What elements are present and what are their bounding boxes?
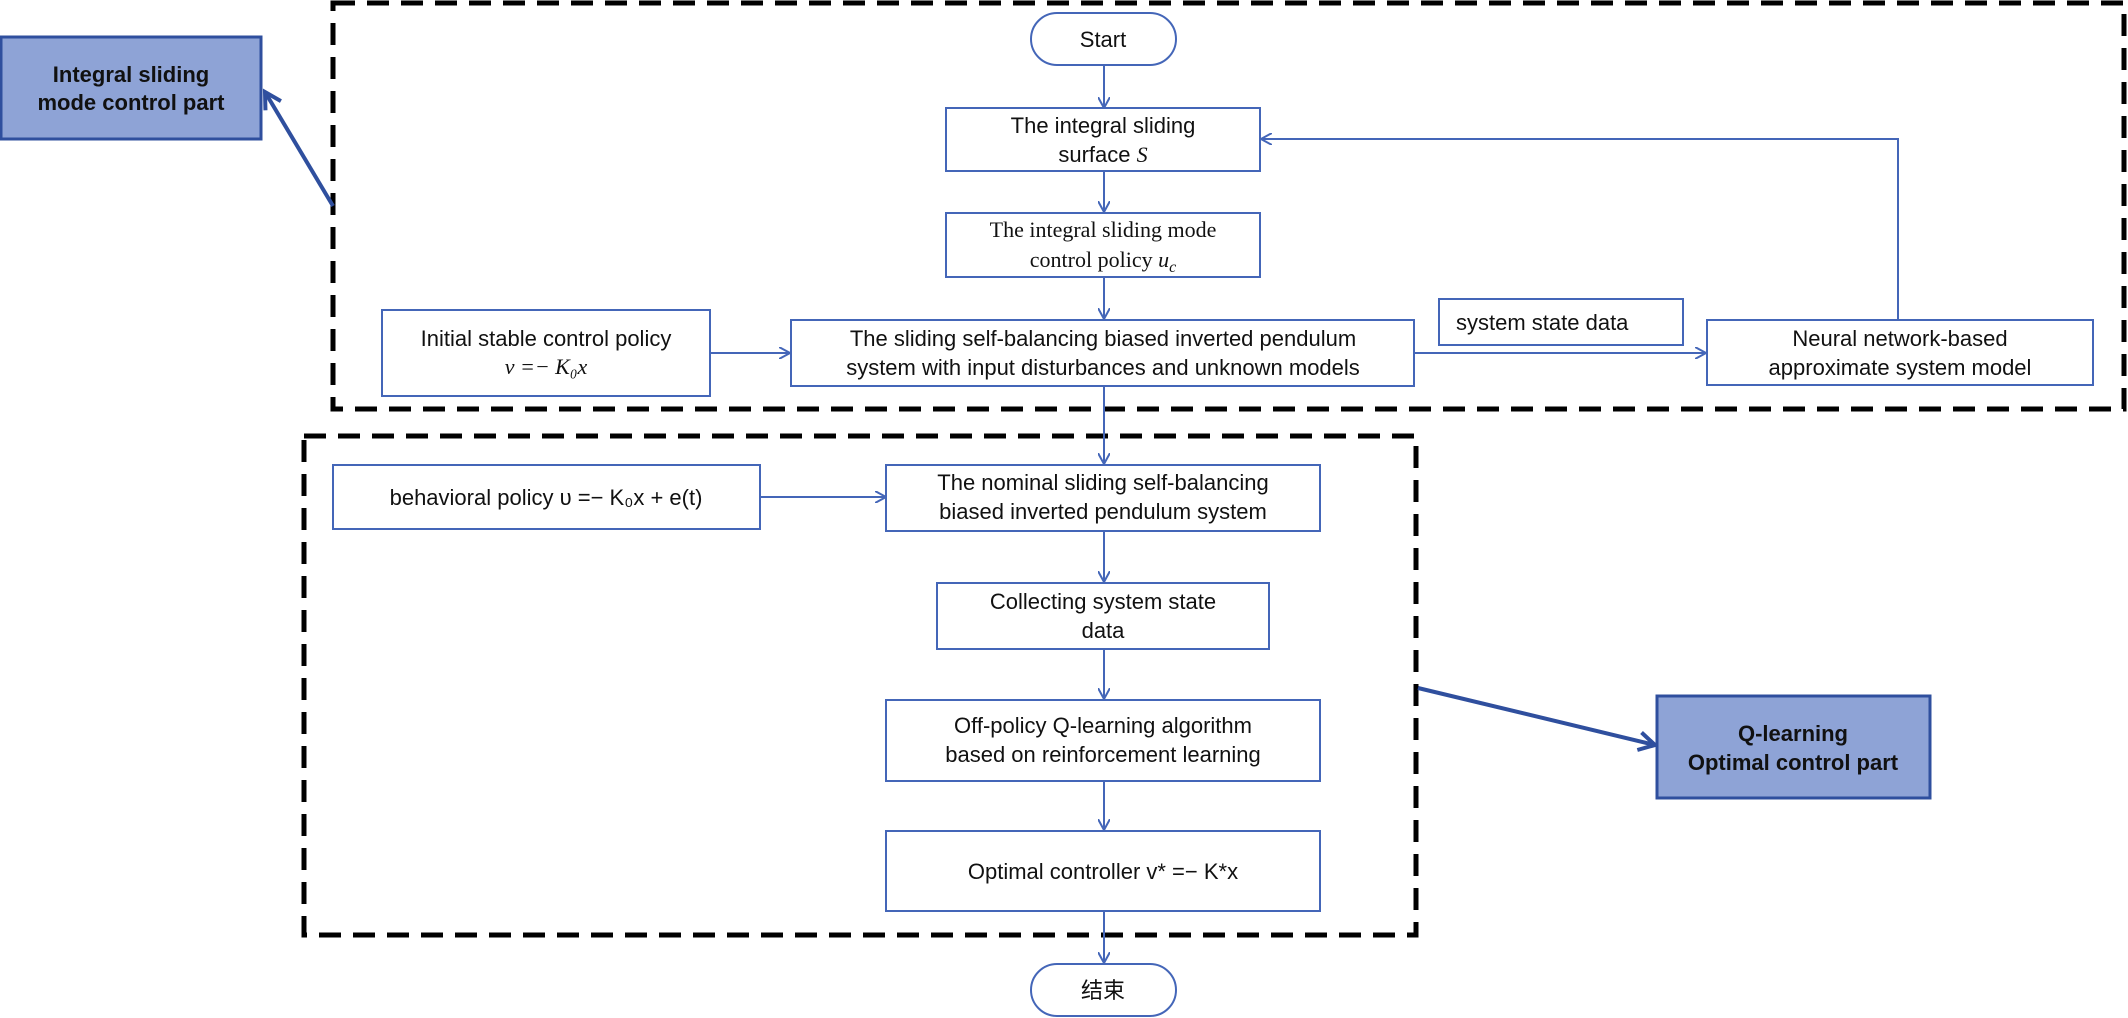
start-node [1030,12,1177,66]
qlearning-callout-line1: Q-learning [1738,721,1848,746]
optimal-controller-label: Optimal controller v* =− K*x [968,859,1238,884]
control-policy-line1: The integral sliding mode [990,217,1217,242]
start-label: Start [1080,27,1126,52]
surface-label-line2: surface S [1058,142,1147,167]
nn-model-box [1706,319,2094,386]
ismc-callout-line1: Integral sliding [53,62,209,87]
qlearning-line2: based on reinforcement learning [945,742,1261,767]
nominal-line1: The nominal sliding self-balancing [937,470,1268,495]
state-data-box [1438,298,1684,346]
collecting-line1: Collecting system state [990,589,1216,614]
behavioral-policy-label: behavioral policy υ =− K₀x + e(t) [390,485,703,510]
end-node [1030,963,1177,1017]
arrow-nn-surface [1262,139,1899,319]
qlearning-region [301,433,1419,938]
plant-line2: system with input disturbances and unkno… [846,355,1360,380]
behavioral-policy-box [332,464,761,530]
surface-box [945,107,1261,172]
nominal-line2: biased inverted pendulum system [939,499,1267,524]
initial-policy-box [381,309,711,397]
collecting-box [936,582,1270,650]
qlearning-algorithm-box [885,699,1321,782]
optimal-controller-box [885,830,1321,912]
qlearning-callout-box [1655,694,1932,800]
plant-box [790,319,1415,387]
ismc-callout-line2: mode control part [37,90,225,115]
nn-model-line2: approximate system model [1769,355,2032,380]
qlearning-line1: Off-policy Q-learning algorithm [954,713,1252,738]
plant-line1: The sliding self-balancing biased invert… [850,326,1356,351]
nn-model-line1: Neural network-based [1792,326,2007,351]
initial-policy-formula: v =− K₀x [505,354,588,379]
surface-label-line1: The integral sliding [1011,113,1196,138]
initial-policy-line1: Initial stable control policy [421,326,672,351]
nominal-system-box [885,464,1321,532]
ismc-callout-box [0,35,263,141]
qlearning-callout-line2: Optimal control part [1688,750,1899,775]
callout-arrow-ismc [265,92,335,208]
state-data-label: system state data [1456,310,1629,335]
control-policy-box [945,212,1261,278]
collecting-line2: data [1082,618,1126,643]
end-label: 结束 [1081,978,1125,1003]
control-policy-line2: control policy uc [1030,247,1176,276]
callout-arrow-qlearning [1417,686,1655,745]
